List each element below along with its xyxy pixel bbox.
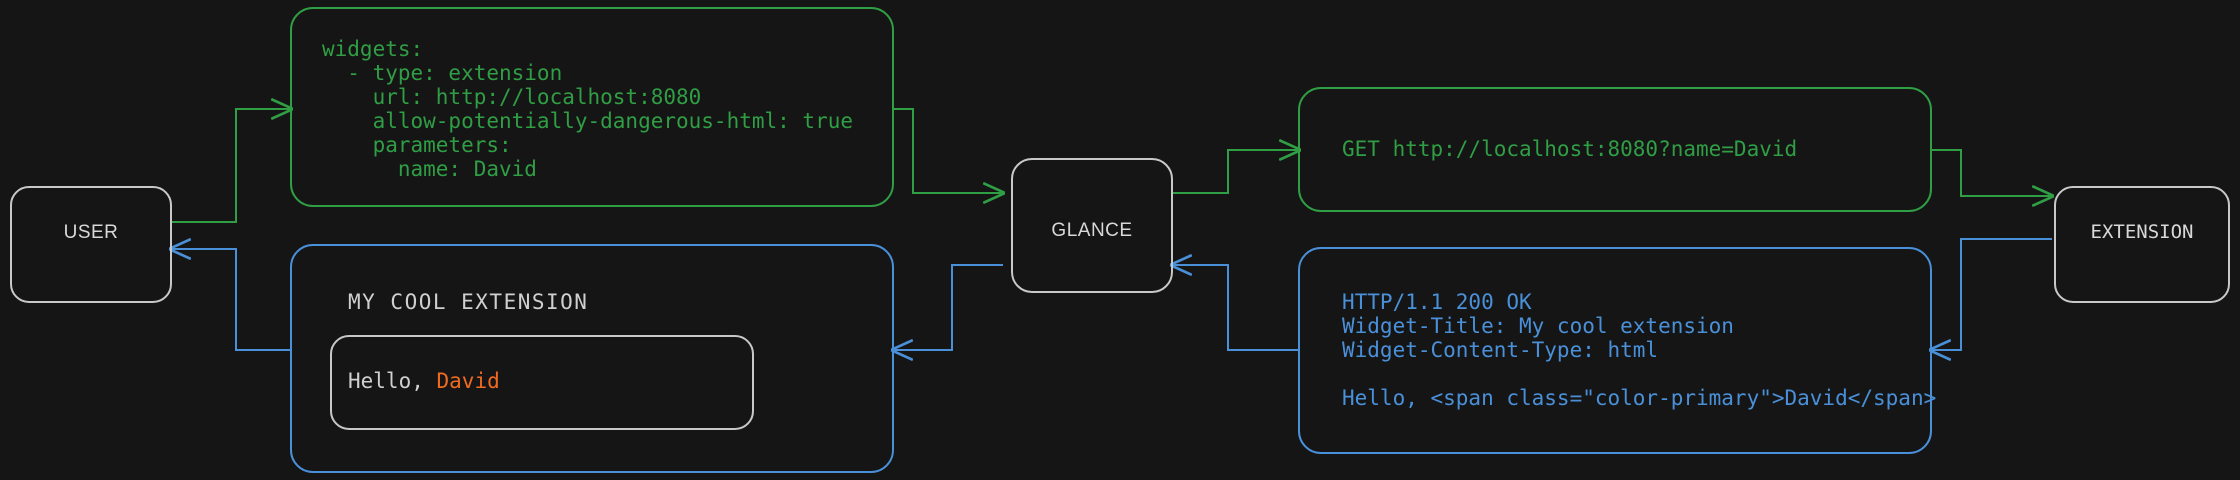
- edge-widget-to-user: [171, 249, 291, 351]
- node-extension-box: [2054, 186, 2230, 303]
- edge-config-to-glance: [893, 108, 1003, 193]
- box-http-response[interactable]: HTTP/1.1 200 OK Widget-Title: My cool ex…: [1298, 247, 1936, 454]
- node-glance-label: GLANCE: [1051, 220, 1132, 241]
- http-response-line-0: HTTP/1.1 200 OK: [1342, 290, 1532, 314]
- rendered-widget-title: MY COOL EXTENSION: [348, 290, 588, 314]
- box-config-yaml-border: [290, 7, 894, 207]
- box-http-request[interactable]: GET http://localhost:8080?name=David: [1298, 87, 1932, 212]
- edge-request-to-extension: [1931, 149, 2052, 196]
- edge-user-to-config: [171, 109, 291, 223]
- box-config-yaml[interactable]: widgets: - type: extension url: http://l…: [290, 7, 894, 207]
- node-user[interactable]: USER: [10, 186, 172, 303]
- rendered-widget-body-name: David: [437, 369, 500, 393]
- http-request-line-0: GET http://localhost:8080?name=David: [1342, 137, 1797, 161]
- box-http-response-border: [1298, 247, 1932, 454]
- config-yaml-line-3: allow-potentially-dangerous-html: true: [322, 109, 853, 133]
- edge-response-to-glance: [1172, 265, 1299, 351]
- node-extension[interactable]: EXTENSION: [2054, 186, 2230, 303]
- node-user-box: [10, 186, 172, 303]
- node-extension-label: EXTENSION: [2091, 221, 2194, 243]
- config-yaml-line-5: name: David: [322, 157, 537, 181]
- box-rendered-widget[interactable]: MY COOL EXTENSION Hello, David: [290, 244, 894, 473]
- edge-glance-to-widget: [893, 264, 1003, 350]
- box-rendered-widget-border: [290, 244, 894, 473]
- rendered-widget-body: Hello, David: [348, 369, 500, 393]
- rendered-widget-body-prefix: Hello,: [348, 369, 437, 393]
- config-yaml-line-4: parameters:: [322, 133, 512, 157]
- http-response-line-2: Widget-Content-Type: html: [1342, 338, 1658, 362]
- config-yaml-line-0: widgets:: [322, 37, 423, 61]
- http-response-line-1: Widget-Title: My cool extension: [1342, 314, 1734, 338]
- edge-glance-to-request: [1172, 150, 1299, 194]
- edge-extension-to-response: [1931, 238, 2052, 350]
- box-http-request-border: [1298, 87, 1932, 212]
- config-yaml-line-1: - type: extension: [322, 61, 562, 85]
- http-response-line-4: Hello, <span class="color-primary">David…: [1342, 386, 1936, 410]
- node-user-label: USER: [64, 222, 119, 243]
- rendered-widget-inner-panel: [330, 335, 754, 430]
- node-glance[interactable]: GLANCE: [1011, 158, 1173, 293]
- config-yaml-line-2: url: http://localhost:8080: [322, 85, 701, 109]
- node-glance-box: [1011, 158, 1173, 293]
